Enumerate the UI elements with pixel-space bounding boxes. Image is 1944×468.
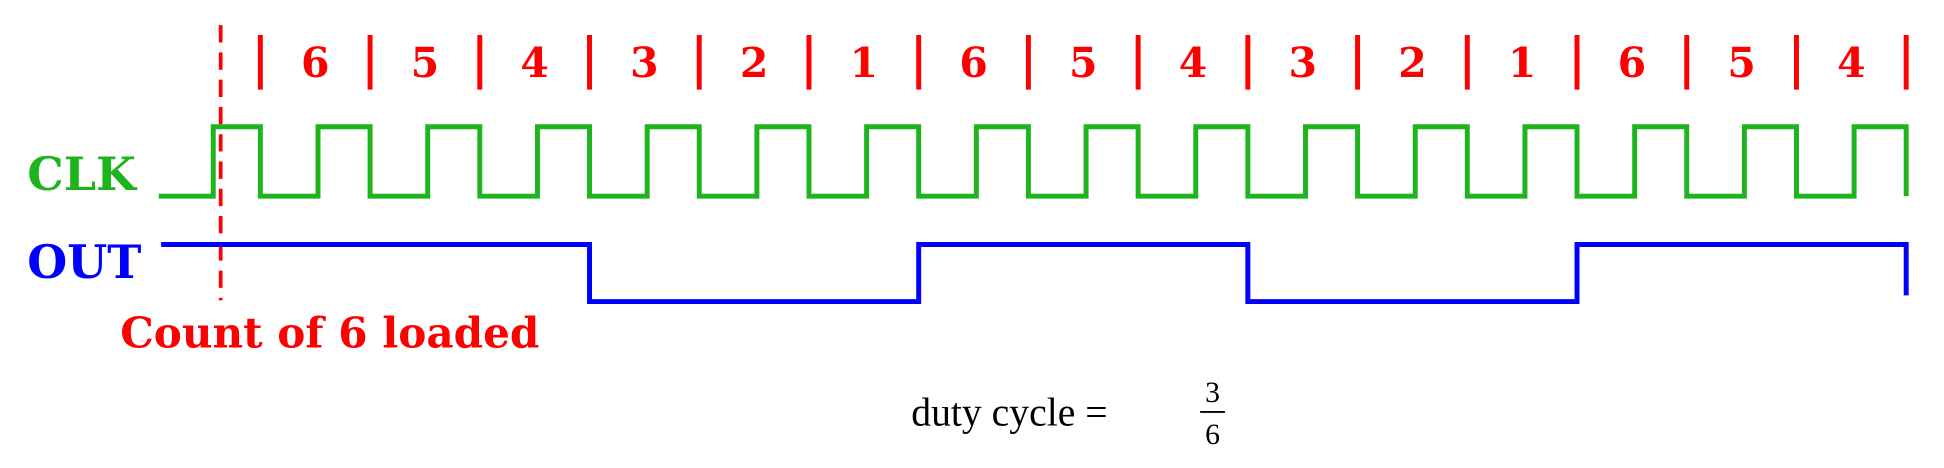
count-label: 3 (1288, 39, 1316, 87)
count-label: 4 (1179, 39, 1207, 87)
duty-numerator: 3 (1205, 376, 1220, 409)
duty-cycle-label: duty cycle = (911, 391, 1107, 435)
out-label: OUT (27, 235, 141, 289)
count-label: 1 (850, 39, 878, 87)
count-label: 1 (1508, 39, 1536, 87)
out-waveform (161, 242, 1909, 305)
load-note: Count of 6 loaded (120, 307, 539, 357)
count-markers (257, 35, 1909, 90)
count-label: 5 (1727, 39, 1755, 87)
count-label: 4 (520, 39, 548, 87)
count-label: 4 (1837, 39, 1865, 87)
count-labels: 6 5 4 3 2 1 6 5 4 3 2 1 6 5 4 (301, 39, 1866, 87)
clk-label: CLK (27, 147, 138, 201)
count-label: 5 (1069, 39, 1097, 87)
count-label: 6 (959, 39, 987, 87)
count-label: 3 (630, 39, 658, 87)
clk-waveform (158, 124, 1909, 199)
count-label: 6 (301, 39, 329, 87)
duty-denominator: 6 (1205, 418, 1220, 451)
count-label: 2 (740, 39, 768, 87)
count-label: 2 (1398, 39, 1426, 87)
count-label: 5 (411, 39, 439, 87)
count-label: 6 (1618, 39, 1646, 87)
